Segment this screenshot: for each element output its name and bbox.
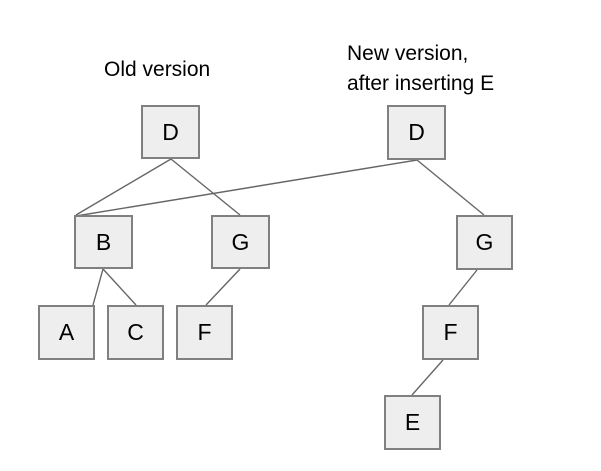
tree-node-label-old-D: D: [162, 118, 179, 145]
tree-node-new-G[interactable]: G: [456, 215, 513, 270]
tree-node-old-D[interactable]: D: [141, 105, 200, 159]
tree-node-label-old-G: G: [231, 228, 250, 255]
tree-node-new-D[interactable]: D: [387, 105, 446, 160]
tree-node-label-new-G: G: [475, 229, 494, 255]
edge-new-G-F: [448, 269, 478, 306]
tree-node-old-F[interactable]: F: [176, 305, 233, 360]
tree-node-label-new-E: E: [404, 409, 421, 435]
edge-old-B-A: [92, 268, 104, 306]
tree-node-label-old-C: C: [127, 319, 144, 345]
tree-node-old-C[interactable]: C: [107, 305, 164, 360]
edge-old-D-B: [75, 158, 172, 216]
tree-node-label-old-F: F: [197, 319, 212, 345]
tree-node-new-E[interactable]: E: [384, 395, 441, 450]
edge-old-B-C: [102, 268, 137, 306]
tree-node-new-F[interactable]: F: [422, 305, 479, 360]
tree-node-old-A[interactable]: A: [38, 305, 95, 360]
caption-old-version: Old version: [104, 58, 211, 81]
tree-node-label-new-D: D: [408, 119, 425, 145]
tree-node-label-old-A: A: [58, 319, 75, 345]
edge-old-G-F: [205, 268, 241, 306]
edge-old-D-G: [170, 158, 241, 216]
edge-new-D-G: [416, 159, 485, 216]
tree-node-old-G[interactable]: G: [211, 215, 270, 269]
tree-node-label-old-B: B: [95, 228, 112, 255]
caption-new-version-line1: New version,: [347, 42, 469, 65]
edge-new-D-to-old-B-shared: [75, 159, 418, 217]
tree-node-old-B[interactable]: B: [74, 215, 133, 269]
tree-node-label-new-F: F: [443, 319, 458, 345]
edge-new-F-E: [411, 359, 444, 396]
caption-new-version-line2: after inserting E: [347, 72, 495, 95]
